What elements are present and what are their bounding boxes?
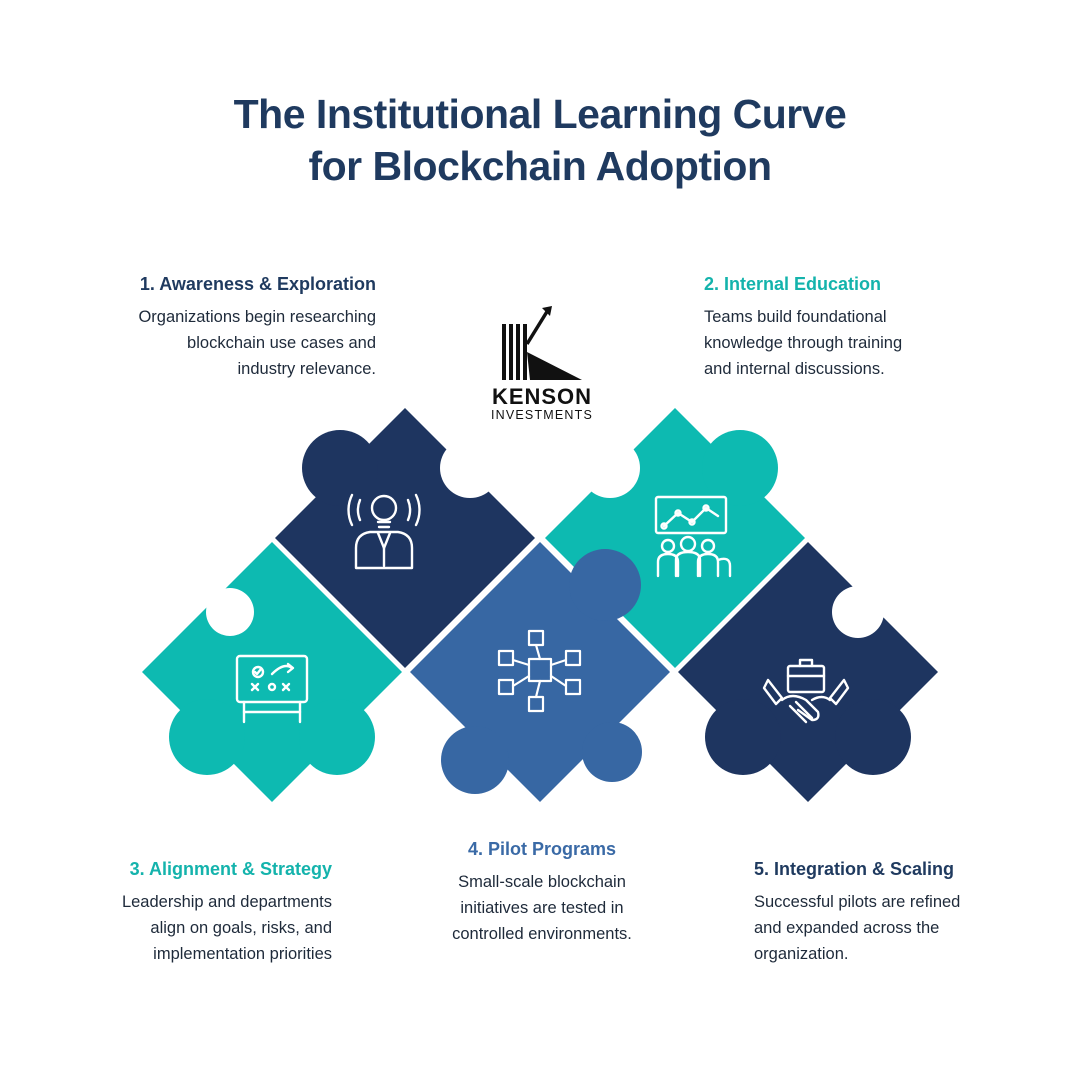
- step-line: and expanded across the: [754, 919, 940, 937]
- step-heading: 5. Integration & Scaling: [754, 859, 955, 879]
- puzzle-piece-awareness: [275, 408, 535, 668]
- step-line: Leadership and departments: [121, 893, 332, 911]
- title-line-2: for Blockchain Adoption: [308, 143, 772, 189]
- logo-sub-text: INVESTMENTS: [490, 408, 594, 422]
- step-integration: 5. Integration & Scaling Successful pilo…: [754, 857, 1024, 967]
- step-line: Successful pilots are refined: [754, 893, 961, 911]
- kenson-logo: KENSON INVESTMENTS: [478, 304, 606, 426]
- logo-mark-icon: [502, 306, 582, 380]
- puzzle-piece-integration: [678, 542, 938, 802]
- step-heading: 1. Awareness & Exploration: [139, 274, 376, 294]
- step-heading: 4. Pilot Programs: [467, 839, 617, 859]
- lightbulb-person-icon: [347, 493, 421, 570]
- step-line: knowledge through training: [704, 334, 903, 352]
- step-line: Organizations begin researching: [138, 308, 376, 326]
- step-description: Organizations begin researching blockcha…: [80, 304, 376, 382]
- step-internal-education: 2. Internal Education Teams build founda…: [704, 272, 1004, 382]
- step-line: Teams build foundational: [704, 308, 887, 326]
- step-line: organization.: [754, 945, 849, 963]
- step-heading: 2. Internal Education: [704, 274, 882, 294]
- blockchain-network-icon: [497, 629, 582, 713]
- step-description: Successful pilots are refined and expand…: [754, 889, 1024, 967]
- step-pilot-programs: 4. Pilot Programs Small-scale blockchain…: [412, 837, 672, 947]
- step-description: Small-scale blockchain initiatives are t…: [412, 869, 672, 947]
- step-line: and internal discussions.: [704, 360, 885, 378]
- team-chart-presentation-icon: [654, 495, 732, 578]
- step-line: blockchain use cases and: [187, 334, 376, 352]
- step-description: Teams build foundational knowledge throu…: [704, 304, 1004, 382]
- strategy-board-icon: [235, 654, 309, 724]
- logo-brand-text: KENSON: [491, 384, 593, 409]
- step-line: initiatives are tested in: [460, 899, 624, 917]
- step-line: implementation priorities: [153, 945, 332, 963]
- title-line-1: The Institutional Learning Curve: [233, 91, 847, 137]
- step-line: industry relevance.: [237, 360, 377, 378]
- step-description: Leadership and departments align on goal…: [60, 889, 332, 967]
- handshake-briefcase-icon: [762, 658, 850, 724]
- puzzle-piece-alignment: [142, 542, 402, 802]
- step-awareness: 1. Awareness & Exploration Organizations…: [80, 272, 376, 382]
- step-line: align on goals, risks, and: [150, 919, 332, 937]
- puzzle-piece-pilot: [410, 542, 670, 802]
- step-line: Small-scale blockchain: [458, 873, 626, 891]
- page-title: The Institutional Learning Curve for Blo…: [0, 88, 1080, 192]
- step-alignment: 3. Alignment & Strategy Leadership and d…: [60, 857, 332, 967]
- step-heading: 3. Alignment & Strategy: [129, 859, 332, 879]
- step-line: controlled environments.: [452, 925, 632, 943]
